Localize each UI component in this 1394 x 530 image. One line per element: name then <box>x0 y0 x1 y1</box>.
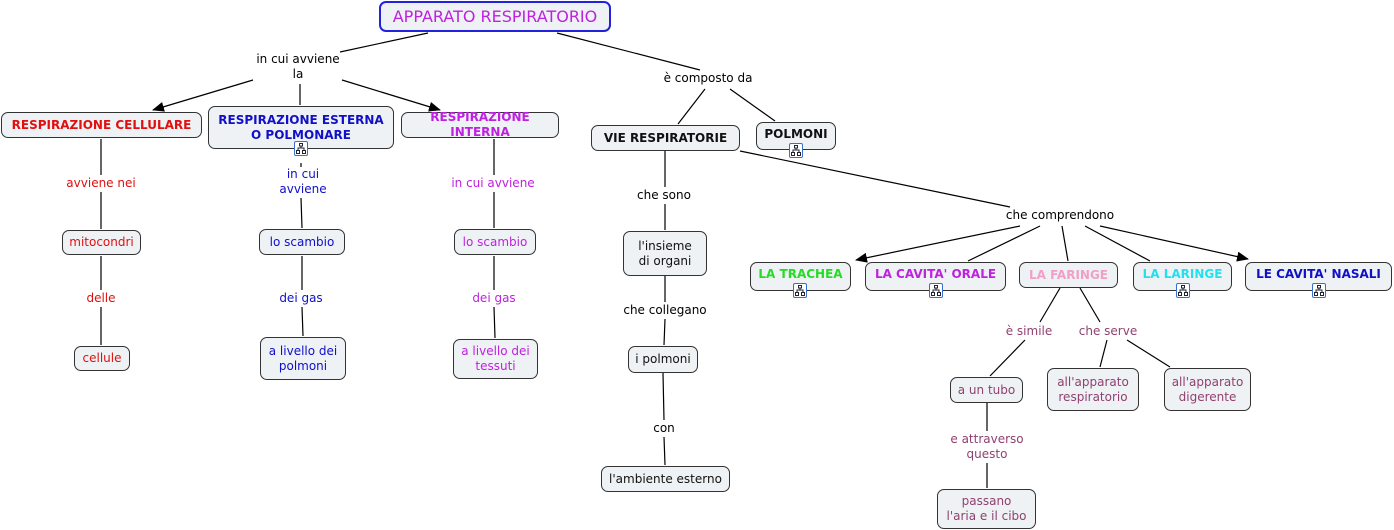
node-apparato-respiratorio[interactable]: all'apparato respiratorio <box>1047 368 1139 411</box>
link-dei-gas-1: dei gas <box>279 291 323 306</box>
node-respirazione-cellulare[interactable]: RESPIRAZIONE CELLULARE <box>1 112 202 138</box>
node-lo-scambio-1[interactable]: lo scambio <box>259 229 345 255</box>
link-con: con <box>653 421 675 436</box>
node-respirazione-interna[interactable]: RESPIRAZIONE INTERNA <box>401 110 559 139</box>
node-livello-tessuti[interactable]: a livello dei tessuti <box>453 339 538 379</box>
link-in-cui-avviene-blue: in cui avviene <box>279 167 327 197</box>
link-dei-gas-2: dei gas <box>472 291 516 306</box>
node-cellule[interactable]: cellule <box>74 346 130 371</box>
node-ambiente-esterno[interactable]: l'ambiente esterno <box>601 466 730 492</box>
node-mitocondri[interactable]: mitocondri <box>62 230 141 255</box>
link-che-collegano: che collegano <box>623 303 707 318</box>
submap-icon[interactable] <box>929 283 943 298</box>
node-insieme-organi[interactable]: l'insieme di organi <box>623 231 707 276</box>
node-vie-respiratorie[interactable]: VIE RESPIRATORIE <box>591 125 740 151</box>
node-lo-scambio-2[interactable]: lo scambio <box>454 229 536 255</box>
node-faringe[interactable]: LA FARINGE <box>1019 262 1118 288</box>
node-a-un-tubo[interactable]: a un tubo <box>950 377 1023 403</box>
node-passano-aria-cibo[interactable]: passano l'aria e il cibo <box>937 489 1036 529</box>
link-delle: delle <box>86 291 116 306</box>
link-e-simile: è simile <box>1005 324 1053 339</box>
submap-icon[interactable] <box>294 141 308 156</box>
title-node[interactable]: APPARATO RESPIRATORIO <box>379 1 611 32</box>
link-e-composto-da: è composto da <box>663 71 753 86</box>
link-avviene-nei: avviene nei <box>66 176 136 191</box>
link-che-serve: che serve <box>1078 324 1138 339</box>
node-i-polmoni[interactable]: i polmoni <box>628 346 698 373</box>
link-che-comprendono: che comprendono <box>1005 208 1115 223</box>
node-apparato-digerente[interactable]: all'apparato digerente <box>1164 368 1251 411</box>
link-che-sono: che sono <box>637 188 691 203</box>
submap-icon[interactable] <box>793 283 807 298</box>
node-livello-polmoni[interactable]: a livello dei polmoni <box>260 337 346 380</box>
link-in-cui-avviene-la: in cui avviene la <box>256 52 340 82</box>
link-in-cui-avviene-magenta: in cui avviene <box>451 176 535 191</box>
submap-icon[interactable] <box>1176 283 1190 298</box>
link-e-attraverso-questo: e attraverso questo <box>950 432 1024 462</box>
submap-icon[interactable] <box>1312 283 1326 298</box>
submap-icon[interactable] <box>789 143 803 158</box>
